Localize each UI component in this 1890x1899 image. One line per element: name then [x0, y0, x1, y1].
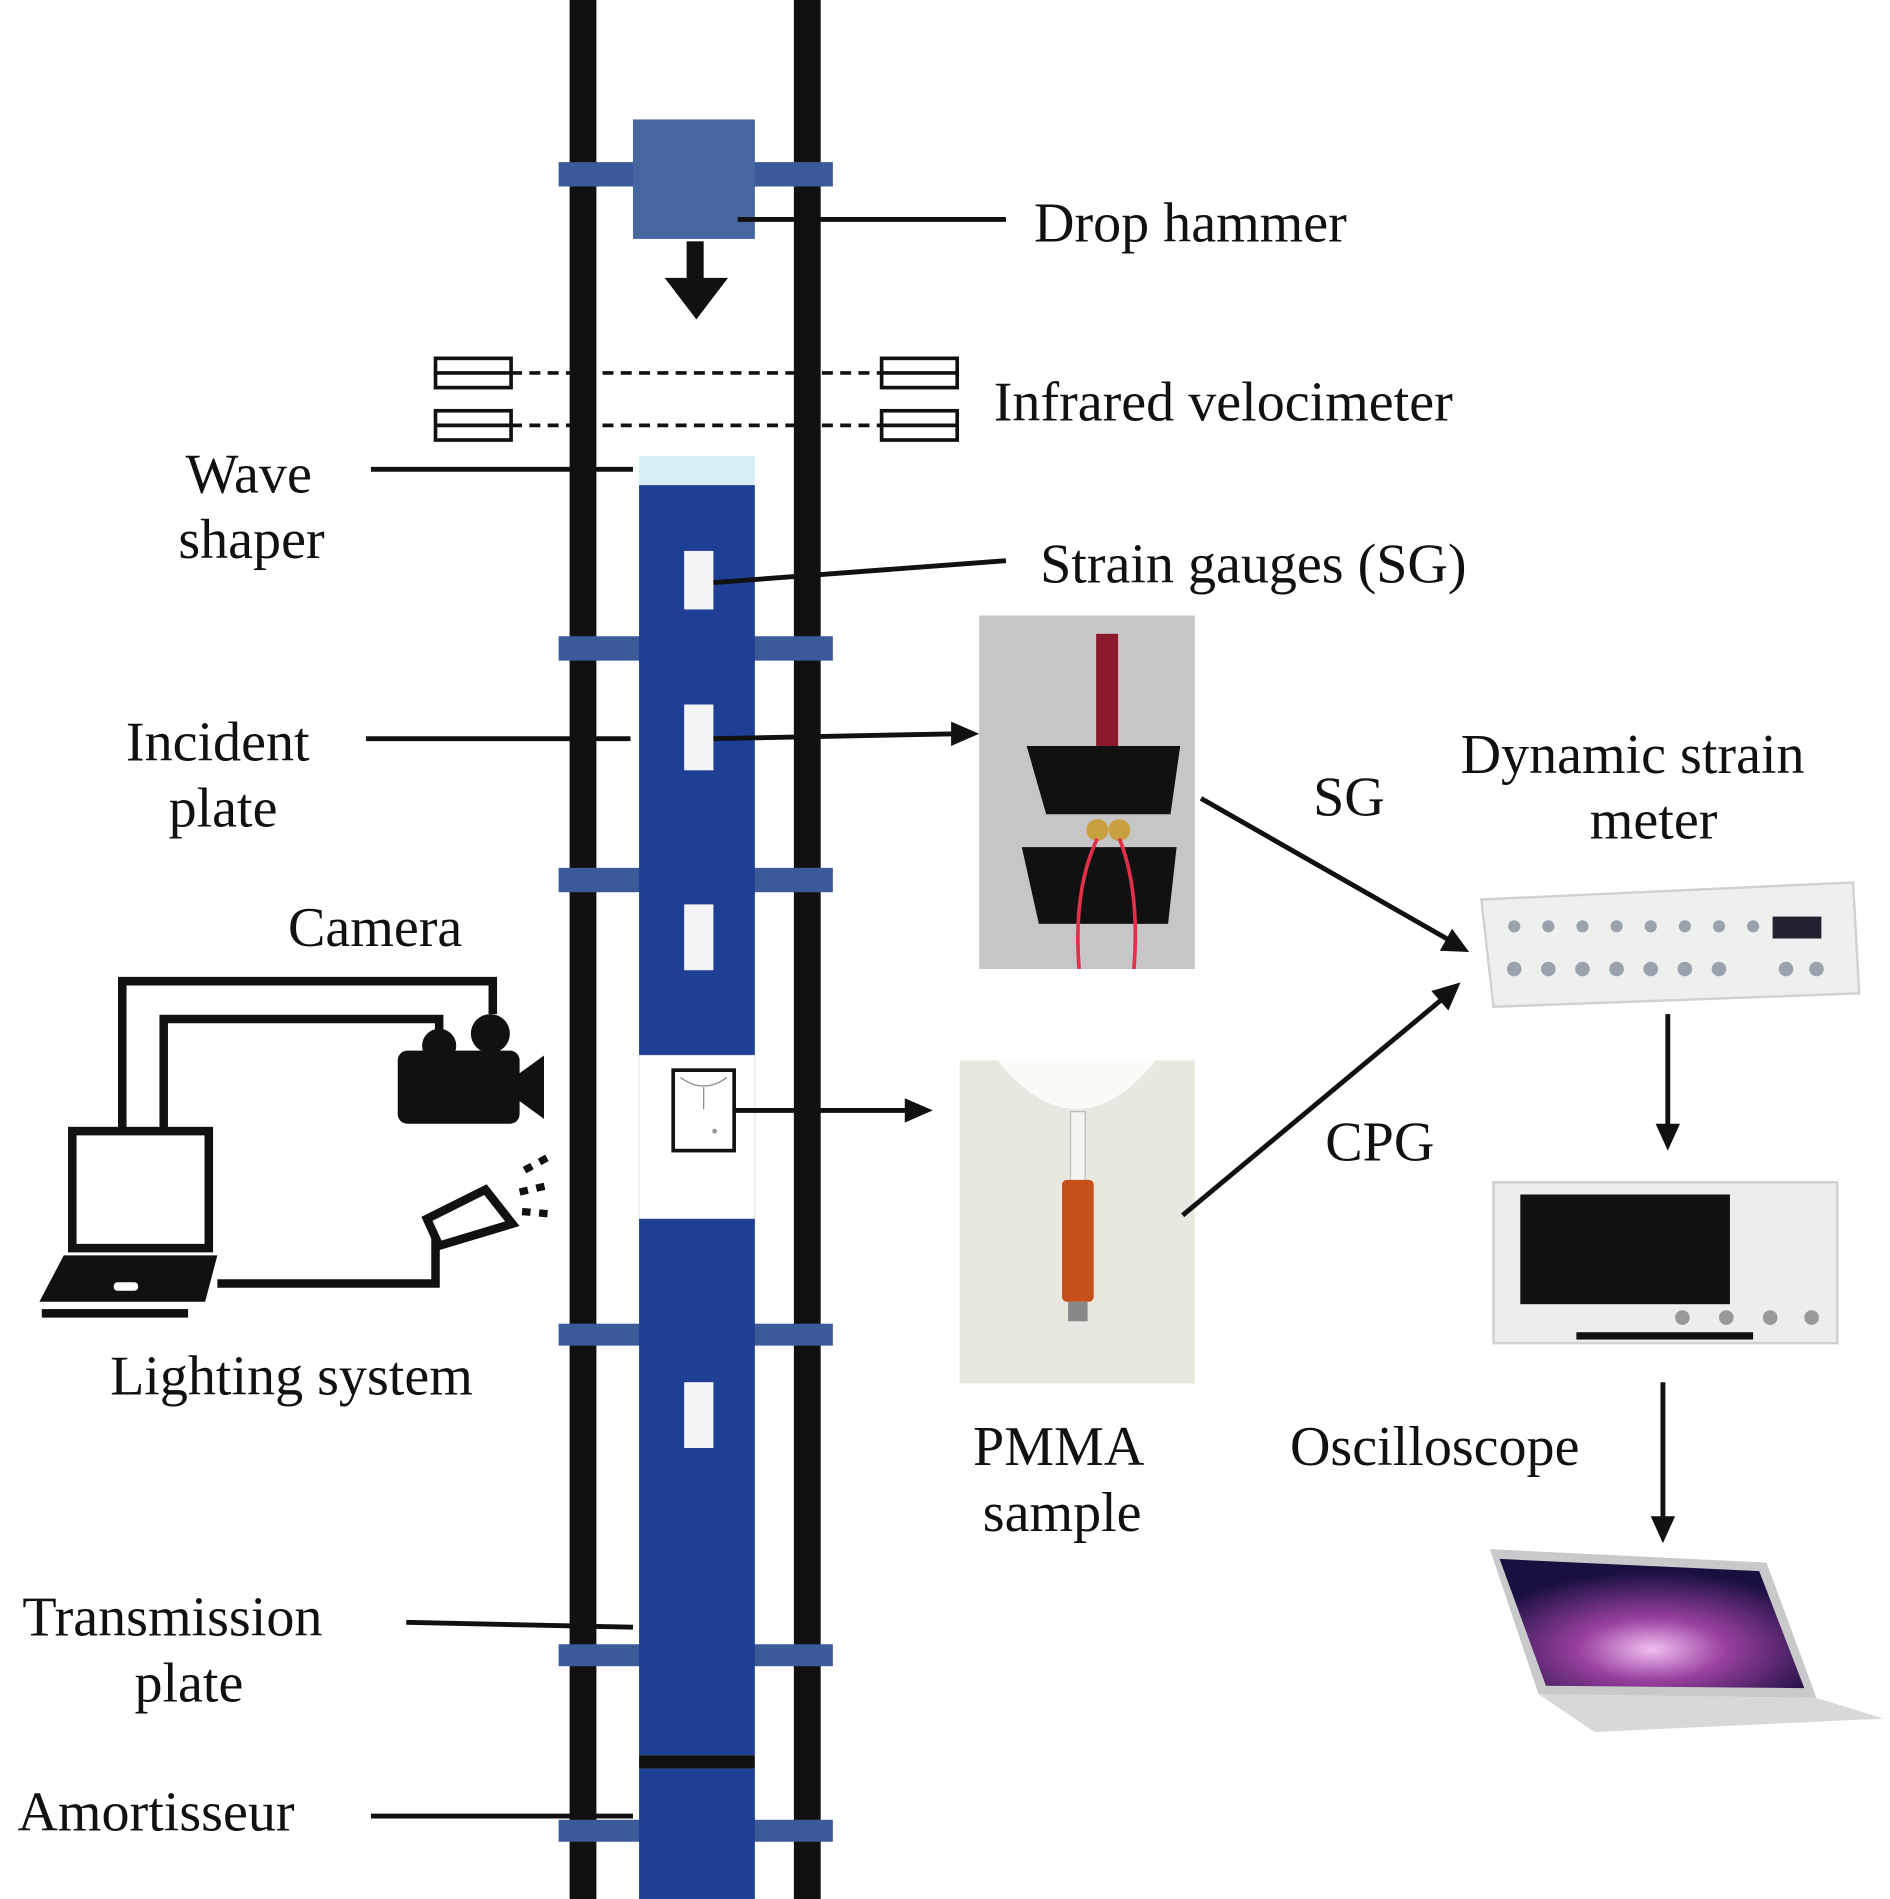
infrared-velocimeter	[433, 356, 960, 442]
camera-cables	[117, 976, 498, 1288]
cpg-arrow	[1181, 982, 1461, 1218]
strain-gauges-incident	[684, 550, 714, 971]
pmma-sample-label-line2: sample	[983, 1482, 1142, 1544]
infrared-velocimeter-label: Infrared velocimeter	[994, 372, 1453, 434]
right-guide-rail	[793, 0, 821, 1899]
dynamic-strain-meter-label-line1: Dynamic strain	[1461, 724, 1805, 786]
wave-shaper	[639, 455, 755, 486]
strain-gauges-leader	[713, 558, 1007, 586]
transmission-plate-label-line2: plate	[134, 1653, 243, 1715]
pmma-sample-label-line1: PMMA	[973, 1416, 1145, 1478]
sg-arrow	[1199, 796, 1470, 952]
laptop-photo	[1489, 1549, 1884, 1733]
dynamic-strain-meter-label-line2: meter	[1590, 790, 1718, 852]
strain-gauge-transmission	[684, 1382, 714, 1449]
arrow-to-pmma-photo	[734, 1098, 933, 1123]
plate-divider	[639, 1755, 755, 1769]
transmission-plate	[639, 1218, 755, 1756]
strain-gauges-label: Strain gauges (SG)	[1040, 534, 1467, 596]
incident-plate-label-line1: Incident	[126, 712, 310, 774]
camera-label: Camera	[288, 897, 462, 959]
amortisseur-block	[639, 1768, 755, 1899]
arrow-to-sg-photo	[713, 721, 980, 746]
amortisseur-label: Amortisseur	[17, 1782, 294, 1844]
arrow-oscilloscope-to-laptop	[1650, 1382, 1676, 1544]
flashlight-icon	[421, 1152, 554, 1251]
dynamic-strain-meter-device	[1479, 881, 1861, 1009]
cpg-label: CPG	[1325, 1111, 1434, 1173]
sg-label: SG	[1313, 766, 1385, 828]
laptop-icon	[39, 1126, 218, 1318]
strain-gauge-photo	[979, 615, 1195, 970]
arrow-meter-to-oscilloscope	[1655, 1014, 1680, 1151]
pmma-sample-small	[671, 1068, 736, 1153]
incident-plate-label-line2: plate	[169, 777, 278, 839]
wave-shaper-label-line2: shaper	[178, 509, 325, 571]
drop-hammer-block	[632, 119, 755, 239]
oscilloscope-label: Oscilloscope	[1290, 1416, 1580, 1478]
left-guide-rail	[569, 0, 597, 1899]
drop-hammer-label: Drop hammer	[1034, 192, 1347, 254]
lighting-system-label: Lighting system	[110, 1345, 473, 1407]
video-camera-icon	[397, 1014, 544, 1124]
transmission-plate-leader	[406, 1619, 634, 1630]
wave-shaper-label-line1: Wave	[186, 443, 312, 505]
oscilloscope-device	[1492, 1181, 1839, 1345]
down-arrow-icon	[664, 241, 729, 320]
pmma-sample-photo	[959, 1060, 1195, 1384]
transmission-plate-label-line1: Transmission	[22, 1587, 322, 1649]
